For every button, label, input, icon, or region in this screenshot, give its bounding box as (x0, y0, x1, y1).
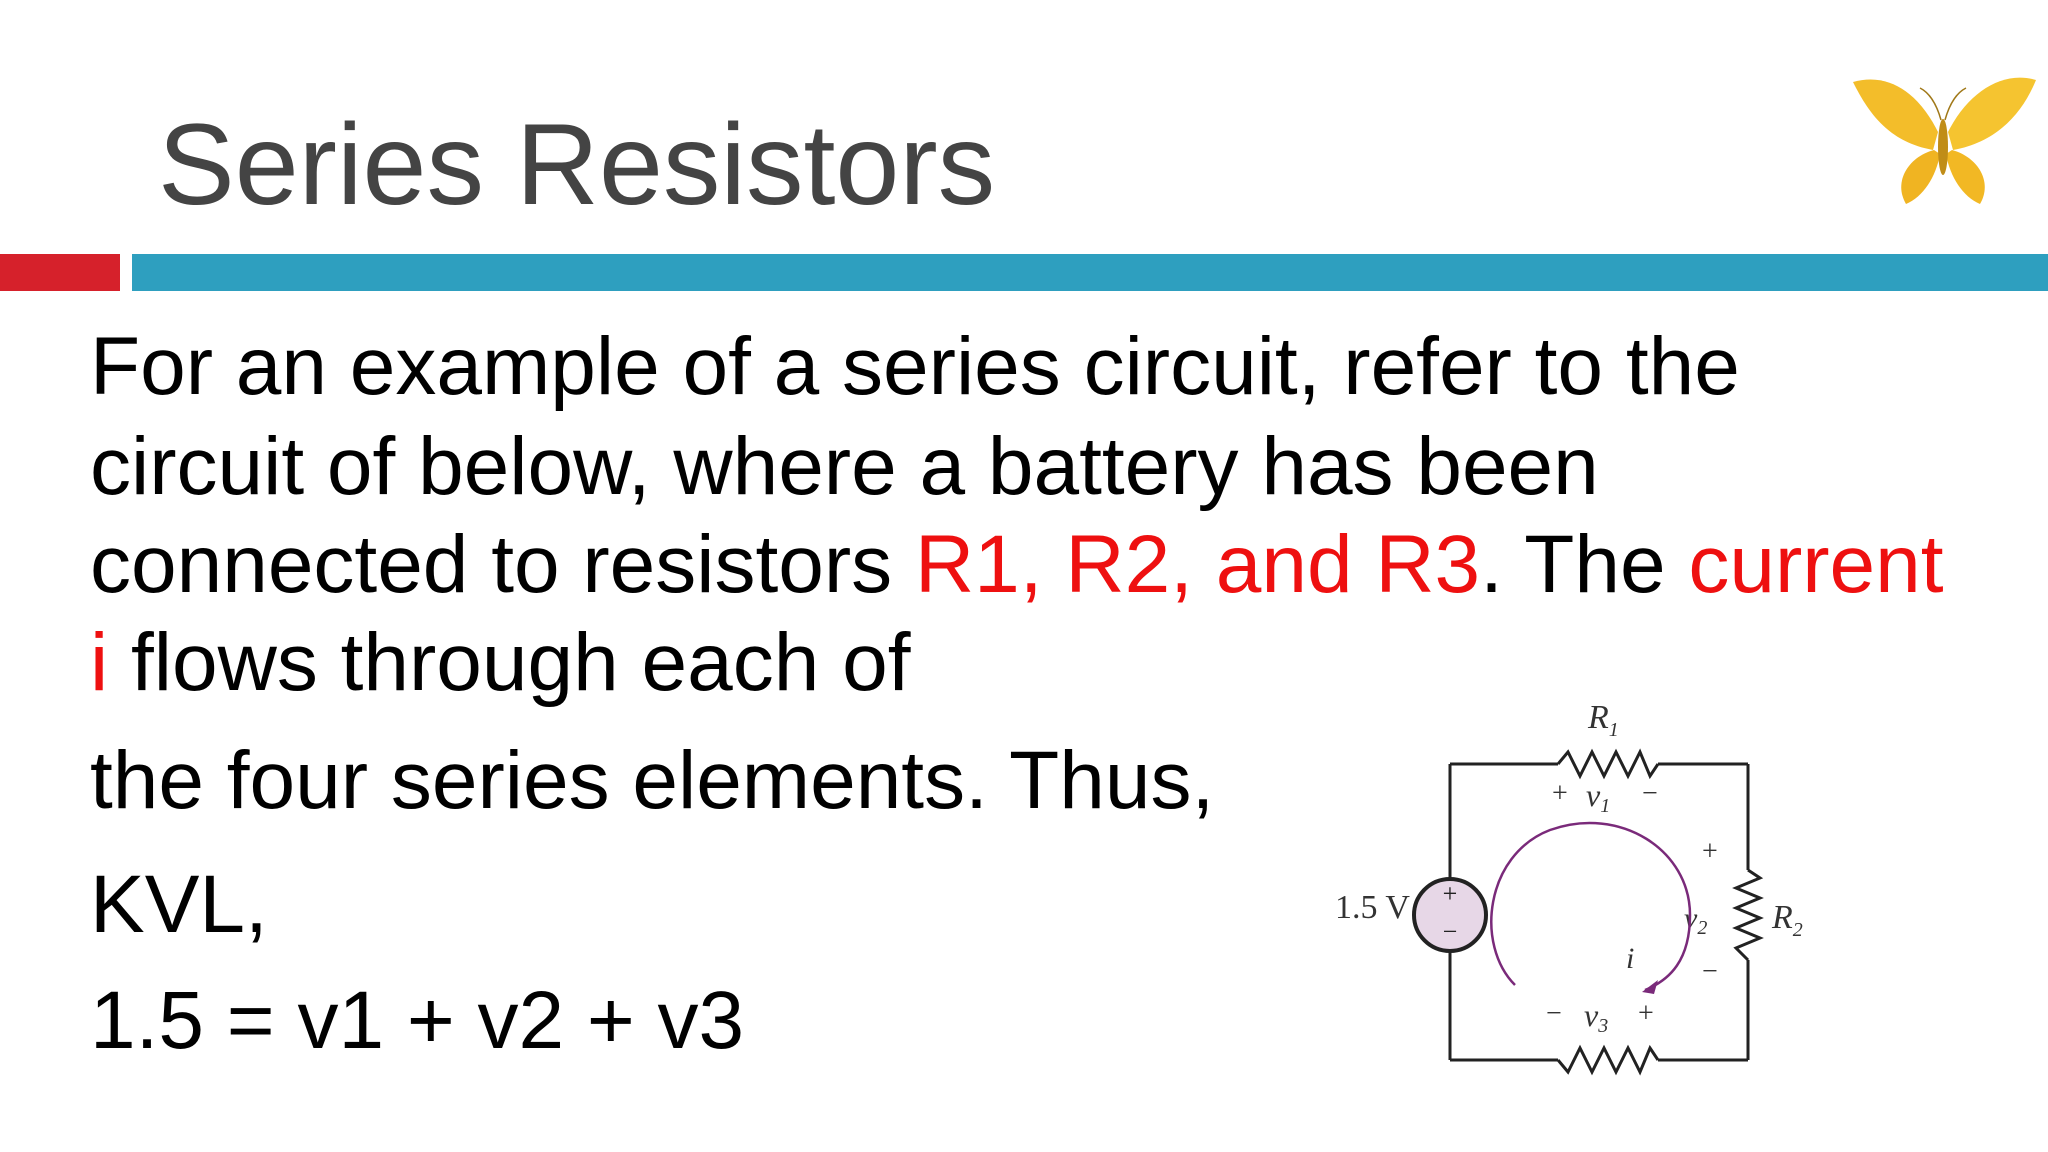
v3-subscript: 3 (1597, 1015, 1608, 1037)
body-line-3-text: connected to resistors (90, 519, 915, 610)
current-arrowhead (1642, 980, 1658, 994)
svg-text:R2: R2 (1771, 899, 1803, 941)
r2-label: R (1771, 899, 1793, 936)
butterfly-icon (1853, 77, 2036, 204)
v1-minus: − (1642, 778, 1658, 809)
body-line-4: i flows through each of (90, 622, 910, 704)
body-line-1: For an example of a series circuit, refe… (90, 321, 1740, 412)
v1-plus: + (1552, 778, 1568, 809)
highlight-current: current (1688, 519, 1944, 610)
v2-plus: + (1702, 836, 1718, 867)
svg-text:v3: v3 (1584, 997, 1608, 1037)
source-label: 1.5 V (1335, 889, 1410, 926)
v2-minus: − (1702, 956, 1718, 987)
v2-subscript: 2 (1697, 917, 1707, 939)
v1-subscript: 1 (1600, 795, 1610, 817)
r1-subscript: 1 (1609, 719, 1619, 741)
kvl-equation: 1.5 = v1 + v2 + v3 (90, 975, 745, 1066)
v3-plus: + (1638, 998, 1654, 1029)
source-plus: + (1443, 879, 1458, 908)
source-minus: − (1443, 917, 1458, 946)
body-line-6: KVL, (90, 859, 268, 950)
highlight-current-symbol: i (90, 617, 109, 708)
title-accent-bar-red (0, 254, 120, 291)
resistor-r3 (1556, 1044, 1660, 1076)
current-label: i (1626, 942, 1634, 975)
body-line-3: connected to resistors R1, R2, and R3. T… (90, 524, 1944, 606)
v1-label: v (1586, 777, 1601, 813)
page-title: Series Resistors (158, 101, 996, 229)
v3-label: v (1584, 997, 1599, 1033)
highlight-resistors: R1, R2, and R3 (914, 519, 1481, 610)
series-circuit-diagram: + − 1.5 V R1 + v1 − + v2 − R2 − v3 + i (1335, 699, 1803, 1076)
current-loop-arrow (1490, 821, 1692, 992)
body-line-4-text: flows through each of (108, 617, 911, 708)
svg-text:v1: v1 (1586, 777, 1610, 817)
r2-subscript: 2 (1793, 919, 1803, 941)
resistor-r2 (1732, 868, 1764, 962)
resistor-r1 (1556, 748, 1660, 780)
title-accent-bar-blue (132, 254, 2048, 291)
body-line-3-text-2: . The (1480, 519, 1689, 610)
v3-minus: − (1546, 998, 1562, 1029)
r1-label: R (1587, 699, 1609, 736)
body-line-5: the four series elements. Thus, (90, 735, 1215, 826)
svg-text:R1: R1 (1587, 699, 1619, 741)
body-line-2: circuit of below, where a battery has be… (90, 421, 1599, 512)
